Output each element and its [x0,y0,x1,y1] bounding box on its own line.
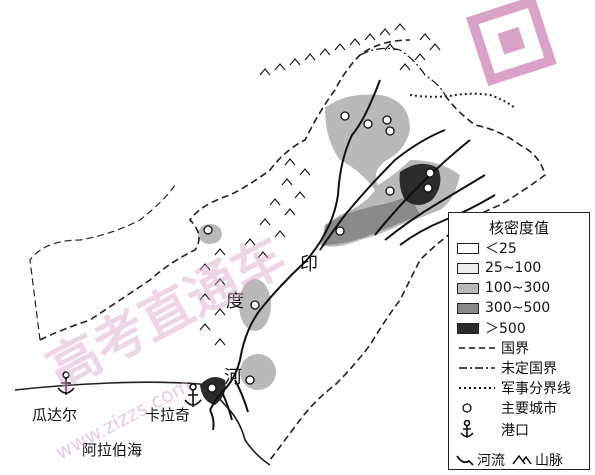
city-marker [382,115,392,125]
mountain-symbols [199,23,441,346]
legend-swatch [457,302,479,314]
legend-port: 港口 [457,420,529,439]
legend-undefined-border: 未定国界 [457,359,557,377]
circle-icon [462,403,472,413]
dash-dot-line-icon [459,367,495,369]
dotted-line-icon [459,387,495,389]
legend-title: 核密度值 [488,219,549,237]
port-label-karachi: 卡拉奇 [145,406,190,424]
undefined-border [359,47,446,96]
legend-military-line: 军事分界线 [457,379,571,397]
city-marker [363,119,373,129]
coast [14,381,271,466]
river-icon [456,455,474,466]
river-label-2: 度 [226,291,244,312]
city-marker [245,375,255,385]
mountain-icon [512,454,532,465]
legend-swatch [457,282,479,294]
legend: 核密度值 ＜25 25~100 100~300 300~500 ＞500 国界 … [448,212,590,470]
legend-river-mountain: 河流 山脉 [455,450,563,470]
city-marker [385,126,395,136]
anchor-icon [184,383,202,407]
port-icons [57,371,202,407]
legend-river-label: 河流 [477,453,505,469]
river-label-1: 印 [300,254,318,275]
legend-density-3: 300~500 [457,299,550,317]
major-cities [203,111,435,393]
river-label-3: 河 [224,367,242,388]
city-marker [203,225,213,235]
city-marker [385,186,395,196]
legend-density-0: ＜25 [457,239,517,257]
city-marker [423,183,433,193]
watermark-logo [465,0,557,87]
city-marker [250,300,260,310]
legend-density-1: 25~100 [457,259,541,277]
legend-national-border: 国界 [457,339,529,357]
anchor-icon [57,371,75,395]
city-marker [340,111,350,121]
legend-swatch [457,322,479,334]
legend-density-4: ＞500 [457,319,526,337]
anchor-icon [460,420,474,438]
sea-label: 阿拉伯海 [82,441,142,459]
national-border [39,39,546,461]
legend-mountain-label: 山脉 [535,453,563,469]
military-line [409,92,516,109]
city-marker [425,168,435,178]
legend-major-city: 主要城市 [457,399,557,417]
dashed-line-icon [459,347,495,349]
port-label-gwadar: 瓜达尔 [32,406,77,424]
legend-swatch [457,242,479,254]
west-border [29,184,176,341]
city-marker [335,226,345,236]
legend-swatch [457,262,479,274]
city-marker [207,383,217,393]
legend-density-2: 100~300 [457,279,550,297]
river-network [209,79,496,431]
